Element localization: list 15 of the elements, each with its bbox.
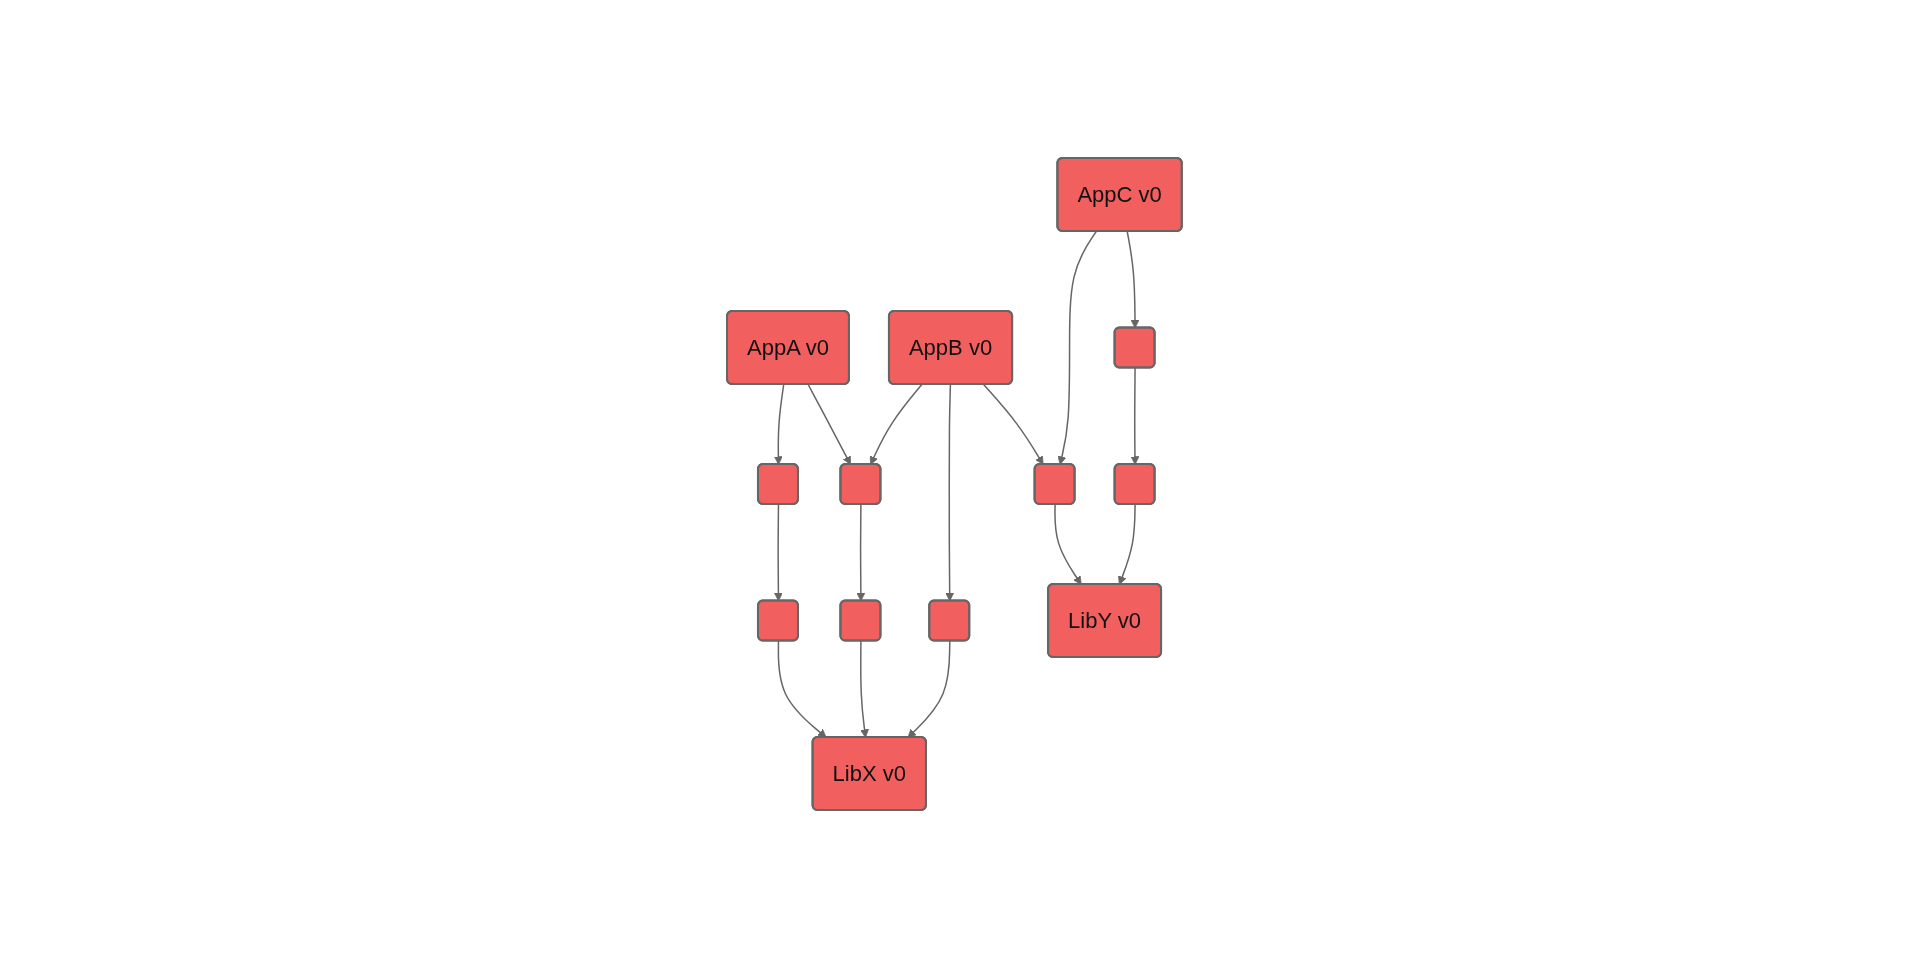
arrow: [982, 383, 1044, 465]
arrow: [907, 640, 951, 738]
arrow: [856, 503, 865, 602]
arrow: [773, 383, 785, 465]
arrow: [777, 640, 827, 738]
arrow: [773, 503, 783, 602]
arrow: [1117, 503, 1136, 585]
arrow: [1057, 230, 1097, 465]
arrow: [807, 383, 851, 465]
arrow: [869, 383, 923, 465]
arrow: [1130, 367, 1139, 465]
arrow: [859, 640, 869, 738]
arrow: [1053, 503, 1082, 585]
arrow: [944, 383, 954, 602]
arrow: [1126, 230, 1139, 329]
